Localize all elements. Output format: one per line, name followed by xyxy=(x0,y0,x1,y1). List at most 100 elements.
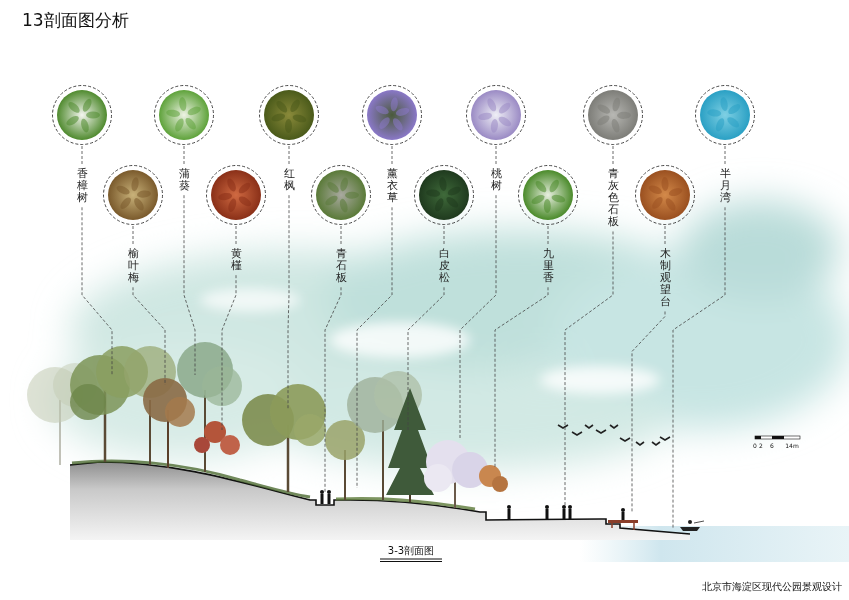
scale-number: 6 xyxy=(770,442,774,449)
texture-mark xyxy=(80,118,91,133)
texture-mark xyxy=(617,112,631,119)
material-circle xyxy=(258,84,320,146)
texture-mark xyxy=(478,112,493,121)
material-swatch xyxy=(108,170,158,220)
texture-mark xyxy=(166,109,181,118)
dashed-ring xyxy=(207,166,266,225)
texture-mark xyxy=(534,179,549,194)
texture-mark xyxy=(324,194,340,207)
plant-callout: 桃树 xyxy=(465,84,527,192)
texture-mark xyxy=(596,114,612,128)
texture-mark xyxy=(326,180,341,195)
texture-mark xyxy=(426,189,441,198)
texture-mark xyxy=(66,100,81,115)
dashed-ring xyxy=(53,86,112,145)
texture-mark xyxy=(530,193,546,206)
leader-line xyxy=(184,146,185,165)
scale-number: 0 xyxy=(753,442,757,449)
texture-mark xyxy=(86,112,100,119)
material-swatch xyxy=(264,90,314,140)
dashed-ring xyxy=(104,166,163,225)
texture-mark xyxy=(548,178,561,194)
trees xyxy=(27,342,508,508)
texture-mark xyxy=(345,192,359,199)
material-circle xyxy=(582,84,644,146)
leader-line xyxy=(673,207,725,528)
material-circle xyxy=(361,84,423,146)
scale-number: 2 xyxy=(759,442,763,449)
texture-mark xyxy=(726,115,741,129)
texture-mark xyxy=(596,102,612,115)
plant-name: 薰衣草 xyxy=(387,168,398,204)
texture-mark xyxy=(377,115,391,130)
plant-name: 青石板 xyxy=(336,248,347,284)
texture-mark xyxy=(395,106,410,117)
leader-line xyxy=(341,226,342,245)
texture-mark xyxy=(338,198,349,213)
texture-mark xyxy=(664,197,678,212)
texture-mark xyxy=(130,177,139,192)
plant-callout: 红枫 xyxy=(258,84,320,192)
leader-line xyxy=(357,207,392,488)
texture-mark xyxy=(186,105,202,117)
plant-name: 红枫 xyxy=(284,168,295,192)
texture-mark xyxy=(118,196,132,211)
material-circle xyxy=(51,84,113,146)
texture-mark xyxy=(65,114,81,127)
plant-name: 九里香 xyxy=(543,248,554,284)
texture-mark xyxy=(237,181,252,195)
people xyxy=(320,490,625,521)
leader-line xyxy=(408,287,444,430)
grass xyxy=(72,461,310,497)
plant-callout: 香樟树 xyxy=(51,84,113,204)
dashed-ring xyxy=(636,166,695,225)
texture-mark xyxy=(445,195,460,209)
material-circle xyxy=(634,164,696,226)
material-swatch xyxy=(523,170,573,220)
texture-mark xyxy=(115,184,131,196)
texture-mark xyxy=(227,198,238,213)
leader-line xyxy=(565,231,613,505)
section-caption: 3-3剖面图 xyxy=(388,544,434,558)
texture-mark xyxy=(497,101,512,116)
leader-line xyxy=(632,311,665,512)
leader-line xyxy=(184,195,195,375)
page-title: 13剖面图分析 xyxy=(22,9,129,32)
leader-line xyxy=(222,275,236,430)
material-swatch xyxy=(211,170,261,220)
plant-name: 桃树 xyxy=(491,168,502,192)
clouds xyxy=(200,288,660,394)
dashed-ring xyxy=(584,86,643,145)
plant-name: 木制观望台 xyxy=(660,248,671,308)
plant-callout: 榆叶梅 xyxy=(102,164,164,284)
texture-mark xyxy=(285,119,292,133)
leader-line xyxy=(548,226,549,245)
texture-mark xyxy=(132,196,145,212)
material-swatch xyxy=(640,170,690,220)
texture-mark xyxy=(81,97,93,113)
dashed-ring xyxy=(260,86,319,145)
texture-mark xyxy=(178,97,187,112)
dashed-ring xyxy=(312,166,371,225)
texture-mark xyxy=(218,192,233,201)
texture-mark xyxy=(668,187,684,198)
plant-name: 榆叶梅 xyxy=(128,248,139,284)
plant-callout: 木制观望台 xyxy=(634,164,696,308)
ground-section xyxy=(70,462,690,540)
material-swatch xyxy=(316,170,366,220)
material-circle xyxy=(517,164,579,226)
material-circle xyxy=(413,164,475,226)
plant-callout: 蒲葵 xyxy=(153,84,215,192)
leader-line xyxy=(82,207,112,375)
leader-line xyxy=(444,226,445,245)
leader-line xyxy=(392,146,393,165)
texture-mark xyxy=(237,195,253,209)
plant-name: 青灰色石板 xyxy=(608,168,619,228)
leader-line xyxy=(288,195,289,410)
boat xyxy=(680,527,700,531)
plant-callout: 青灰色石板 xyxy=(582,84,644,228)
material-circle xyxy=(205,164,267,226)
plant-callout: 薰衣草 xyxy=(361,84,423,204)
material-swatch xyxy=(57,90,107,140)
